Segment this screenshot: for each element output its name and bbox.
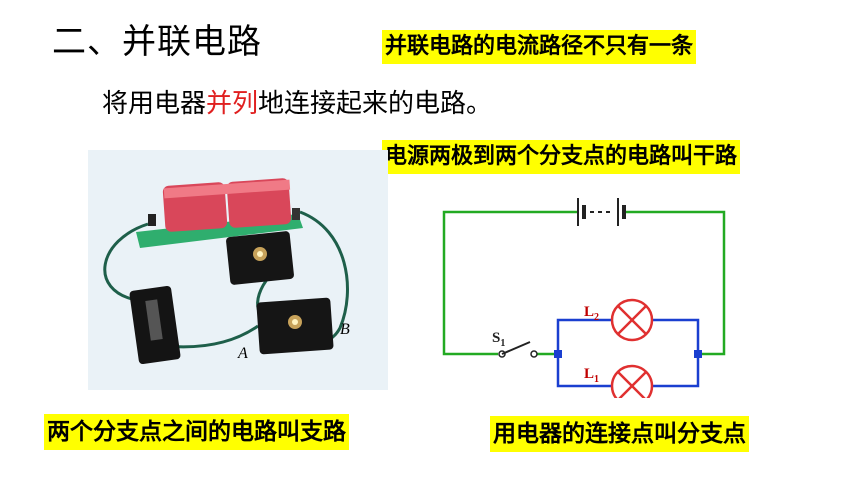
slide-title: 二、并联电路 <box>52 22 262 62</box>
lamp-l1-label: L1 <box>584 366 599 385</box>
circuit-photo-drawing: A B <box>103 178 350 365</box>
photo-lamp-upper <box>226 231 294 285</box>
note-branch-circuit: 两个分支点之间的电路叫支路 <box>44 414 349 450</box>
switch-symbol <box>498 341 538 358</box>
definition-emphasis: 并列 <box>206 89 259 119</box>
main-circuit-wires <box>442 210 726 356</box>
wire-left <box>103 222 149 302</box>
junction-right <box>694 350 702 358</box>
battery-symbol <box>565 198 640 226</box>
definition-before: 将用电器 <box>102 89 207 119</box>
lamp-l1-symbol <box>610 364 654 408</box>
note-multiple-paths: 并联电路的电流路径不只有一条 <box>382 30 697 64</box>
branch-wires <box>556 318 700 388</box>
photo-switch <box>129 285 181 365</box>
photo-lamp-lower <box>256 297 334 355</box>
point-b-label: B <box>340 321 350 338</box>
note-main-circuit: 电源两极到两个分支点的电路叫干路 <box>382 140 741 174</box>
circuit-diagram-svg: S1 L2 L1 <box>442 198 726 408</box>
parallel-definition: 将用电器并列地连接起来的电路。 <box>102 84 492 124</box>
point-a-label: A <box>237 345 248 362</box>
circuit-photo: A B <box>88 150 388 390</box>
junction-left <box>554 350 562 358</box>
switch-label: S1 <box>492 330 505 349</box>
lamp-l2-symbol <box>610 298 654 342</box>
definition-after: 地连接起来的电路。 <box>258 89 493 119</box>
circuit-diagram: S1 L2 L1 <box>430 178 730 408</box>
battery-pack <box>148 178 300 232</box>
lamp-l2-label: L2 <box>584 304 599 323</box>
note-junction: 用电器的连接点叫分支点 <box>490 416 749 452</box>
